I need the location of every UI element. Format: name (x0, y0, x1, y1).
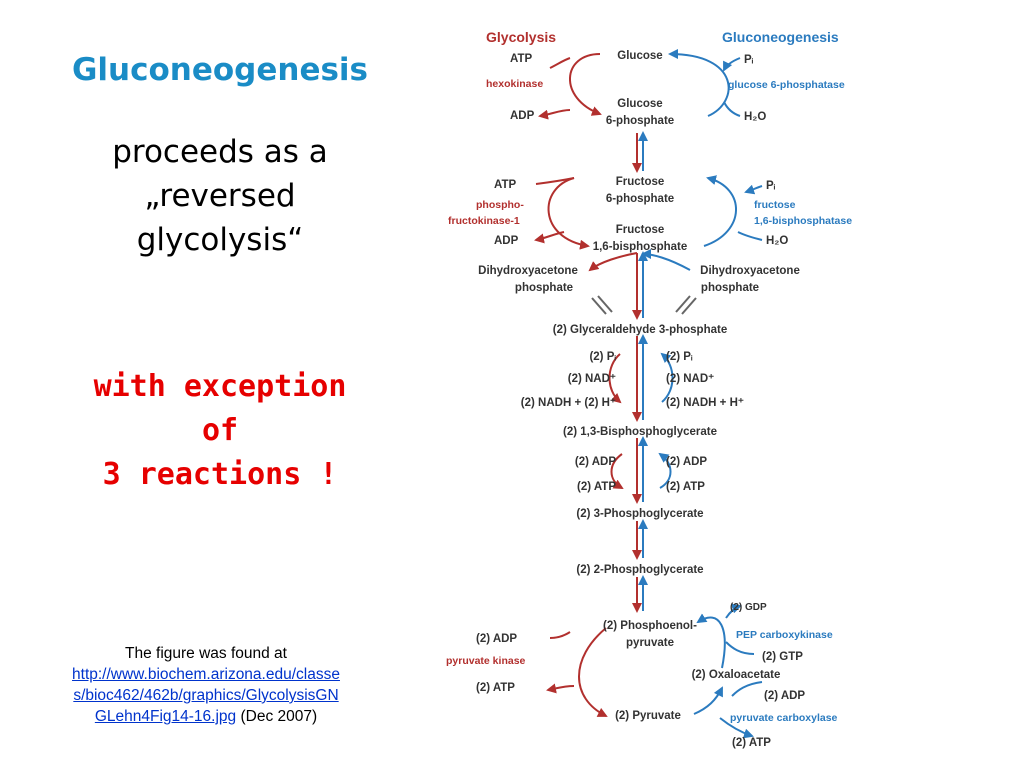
source-link-line-2: s/bioc462/462b/graphics/GlycolysisGN (73, 687, 339, 704)
exception-line-2: of (201, 413, 239, 448)
gtp: (2) GTP (762, 651, 803, 663)
atp-gng-4: (2) ATP (732, 737, 771, 749)
pep-label-2: pyruvate (626, 637, 674, 649)
enzyme-fbpase-2: 1,6-bisphosphatase (754, 215, 852, 227)
dhap-right-label-2: phosphate (701, 282, 759, 294)
pi-glyc: (2) Pᵢ (589, 351, 616, 363)
pg2-label: (2) 2-Phosphoglycerate (576, 564, 703, 576)
glucose-label: Glucose (617, 50, 662, 62)
enzyme-hexokinase: hexokinase (486, 78, 543, 90)
dhap-left-label-1: Dihydroxyacetone (478, 265, 578, 277)
pyruvate-label: (2) Pyruvate (615, 710, 681, 722)
pi-1: Pᵢ (744, 54, 754, 66)
atp-2: ATP (494, 179, 516, 191)
enzyme-pep-carboxykinase: PEP carboxykinase (736, 629, 833, 641)
enzyme-pyruvate-carboxylase: pyruvate carboxylase (730, 712, 838, 724)
gluconeogenesis-header: Gluconeogenesis (722, 29, 839, 45)
glycolysis-header: Glycolysis (486, 29, 556, 45)
subtitle-line-3: glycolysis“ (136, 222, 304, 258)
enzyme-pfk1-2: fructokinase-1 (448, 215, 520, 227)
adp-gng-3: (2) ADP (666, 456, 707, 468)
f6p-label-1: Fructose (616, 176, 665, 188)
g6p-label-2: 6-phosphate (606, 115, 674, 127)
source-prefix: The figure was found at (125, 645, 287, 662)
source-link-line-3: GLehn4Fig14-16.jpg (94, 708, 237, 725)
source-citation: The figure was found at http://www.bioch… (28, 643, 384, 727)
enzyme-fbpase-1: fructose (754, 199, 796, 211)
source-link[interactable]: http://www.biochem.arizona.edu/classe s/… (28, 664, 384, 725)
oaa-label: (2) Oxaloacetate (692, 669, 781, 681)
subtitle: proceeds as a „reversed glycolysis“ (0, 130, 440, 262)
f16bp-label-1: Fructose (616, 224, 665, 236)
h2o-2: H₂O (766, 235, 788, 247)
exception-line-3: 3 reactions ! (102, 457, 338, 492)
text-panel: Gluconeogenesis proceeds as a „reversed … (0, 0, 440, 768)
pep-label-1: (2) Phosphoenol- (603, 620, 697, 632)
adp-1: ADP (510, 110, 535, 122)
pi-2: Pᵢ (766, 180, 776, 192)
enzyme-glucose-6-phosphatase: glucose 6-phosphatase (728, 79, 845, 91)
nadh-glyc: (2) NADH + (2) H⁺ (521, 397, 616, 409)
gdp: (2) GDP (730, 602, 767, 613)
adp-gng-4: (2) ADP (764, 690, 805, 702)
atp-gng-3: (2) ATP (666, 481, 705, 493)
glycolysis-cofactors: ATP hexokinase ADP ATP phospho- fructoki… (446, 53, 616, 694)
page-title: Gluconeogenesis (71, 52, 369, 88)
metabolites: Glucose Glucose 6-phosphate Fructose 6-p… (478, 50, 800, 722)
subtitle-line-1: proceeds as a (112, 134, 328, 170)
dhap-right-label-1: Dihydroxyacetone (700, 265, 800, 277)
adp-4: (2) ADP (476, 633, 517, 645)
source-link-line-1: http://www.biochem.arizona.edu/classe (72, 666, 340, 683)
subtitle-line-2: „reversed (144, 178, 296, 214)
central-pathway-arrows (534, 49, 763, 739)
dhap-left-label-2: phosphate (515, 282, 573, 294)
exception-line-1: with exception (93, 369, 347, 404)
atp-3: (2) ATP (577, 481, 616, 493)
atp-1: ATP (510, 53, 532, 65)
adp-3: (2) ADP (575, 456, 616, 468)
exception-note: with exception of 3 reactions ! (0, 365, 440, 497)
h2o-1: H₂O (744, 111, 766, 123)
g6p-label-1: Glucose (617, 98, 662, 110)
gluconeogenesis-cofactors: Pᵢ glucose 6-phosphatase H₂O Pᵢ fructose… (666, 54, 852, 749)
source-date: (Dec 2007) (236, 708, 318, 725)
gap-label: (2) Glyceraldehyde 3-phosphate (553, 324, 727, 336)
f16bp-label-2: 1,6-bisphosphate (593, 241, 688, 253)
enzyme-pfk1-1: phospho- (476, 199, 524, 211)
nad-gng: (2) NAD⁺ (666, 373, 714, 385)
adp-2: ADP (494, 235, 519, 247)
bpg-label: (2) 1,3-Bisphosphoglycerate (563, 426, 717, 438)
nad-glyc: (2) NAD⁺ (568, 373, 616, 385)
nadh-gng: (2) NADH + H⁺ (666, 397, 744, 409)
pg3-label: (2) 3-Phosphoglycerate (576, 508, 703, 520)
f6p-label-2: 6-phosphate (606, 193, 674, 205)
enzyme-pyruvate-kinase: pyruvate kinase (446, 655, 526, 667)
atp-4: (2) ATP (476, 682, 515, 694)
pathway-diagram: Glycolysis Gluconeogenesis (446, 29, 852, 749)
pi-gng: (2) Pᵢ (666, 351, 693, 363)
